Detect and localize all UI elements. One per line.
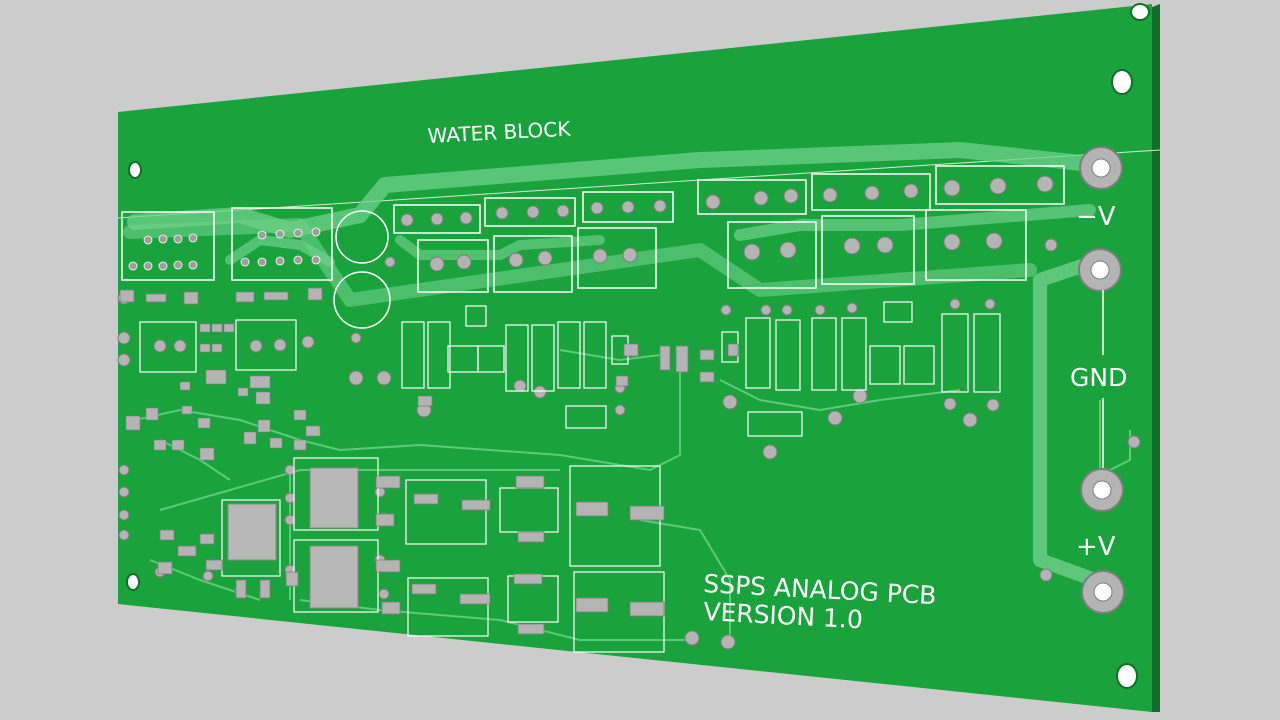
output-terminals [1078,146,1125,614]
header-pins [128,227,321,271]
reference-line [117,149,1161,219]
mounting-hole [1111,69,1133,95]
mounting-hole [128,161,142,179]
smd-pads [119,287,739,635]
top-connector-row [121,165,1065,293]
mounting-hole [1116,663,1138,689]
positive-voltage-label: +V [1076,532,1116,562]
power-traces [123,142,1108,602]
mounting-holes [126,3,1150,689]
mounting-hole [1130,3,1150,21]
negative-voltage-label: −V [1076,202,1116,232]
electrolytic-capacitors [333,210,391,329]
mounting-hole [126,573,140,591]
power-regulators [227,467,359,609]
board-edge [1150,4,1160,712]
smd-cluster-left [125,323,321,461]
ground-label: GND [1070,363,1127,392]
